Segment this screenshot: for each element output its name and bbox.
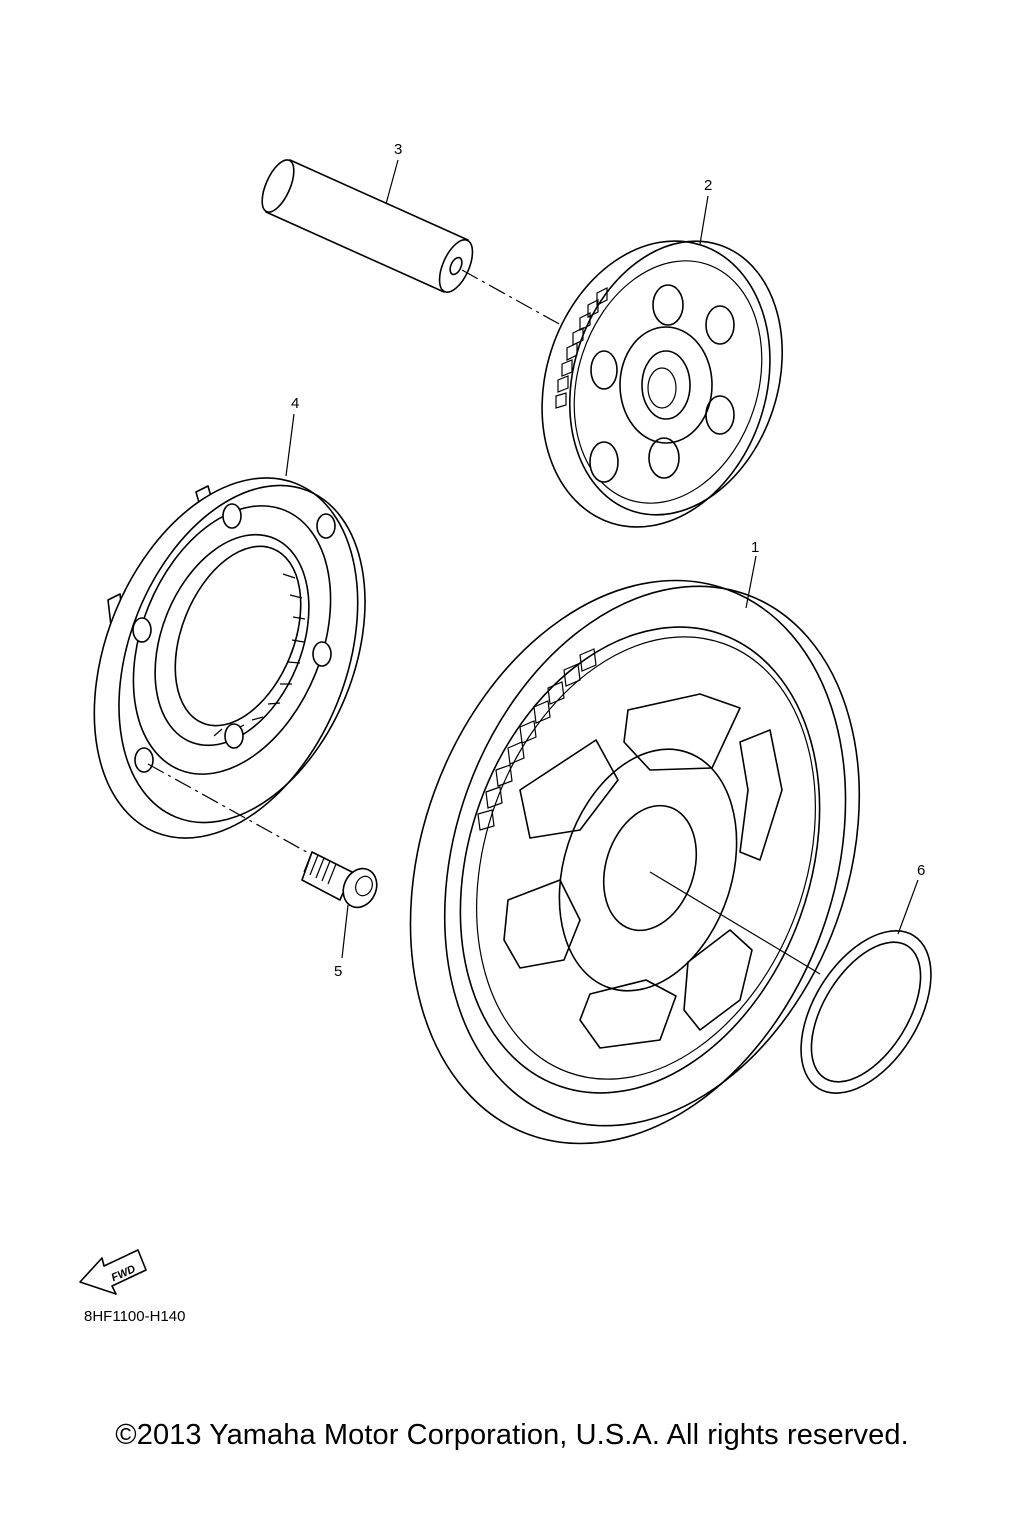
centerline-gear-washer bbox=[649, 871, 821, 975]
fwd-arrow-icon: FWD bbox=[79, 1249, 147, 1295]
callout-1: 1 bbox=[751, 539, 759, 556]
centerline-shaft bbox=[461, 269, 571, 331]
copyright-notice: ©2013 Yamaha Motor Corporation, U.S.A. A… bbox=[115, 1419, 909, 1451]
part-4-starter-clutch bbox=[93, 477, 366, 839]
centerline-bolt bbox=[147, 763, 313, 856]
callout-2: 2 bbox=[704, 177, 712, 194]
callout-5: 5 bbox=[334, 963, 342, 980]
callout-6: 6 bbox=[917, 862, 925, 879]
callout-3: 3 bbox=[394, 141, 402, 158]
callout-4: 4 bbox=[291, 395, 299, 412]
part-2-idler-gear bbox=[541, 240, 784, 528]
part-3-shaft bbox=[261, 159, 474, 293]
part-1-starter-wheel-gear bbox=[409, 579, 861, 1145]
drawing-id: 8HF1100-H140 bbox=[84, 1308, 186, 1325]
part-6-washer bbox=[800, 930, 932, 1094]
part-5-bolt bbox=[301, 851, 378, 909]
leader-lines bbox=[285, 159, 919, 959]
